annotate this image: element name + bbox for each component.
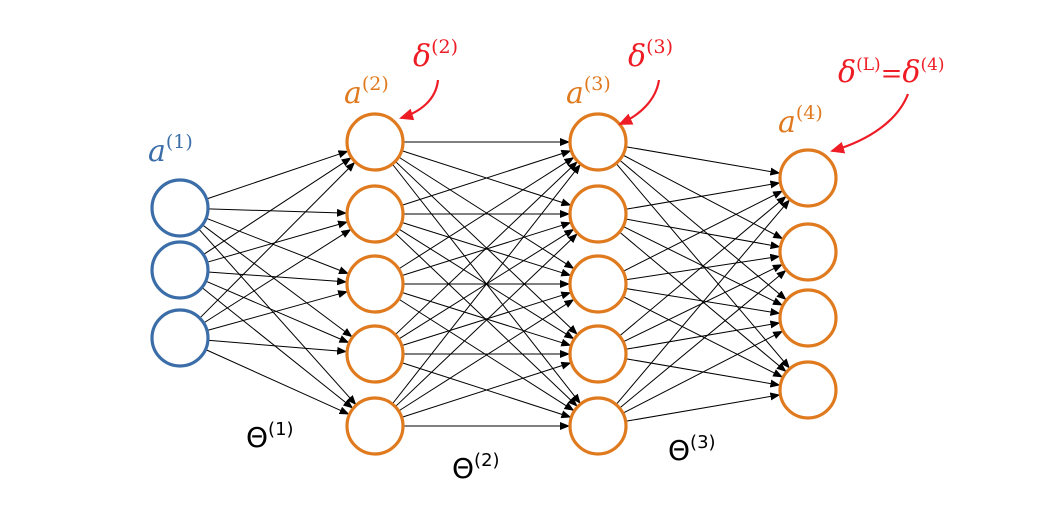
network-nodes	[150, 112, 838, 456]
edge-l2-1-to-l3-4	[394, 160, 578, 335]
node-layer-1-3	[150, 308, 210, 368]
node-layer-4-4	[778, 360, 838, 420]
edge-l1-1-to-l2-4	[202, 224, 353, 338]
layer-3-label: a(3)	[566, 73, 611, 111]
edge-l2-4-to-l3-3	[401, 291, 572, 347]
edge-l3-3-to-l4-4	[622, 296, 783, 378]
edge-l1-2-to-l2-3	[207, 271, 348, 286]
theta-2-label: Θ(2)	[452, 450, 500, 485]
edge-l2-5-to-l3-1	[391, 164, 581, 405]
edge-l3-1-to-l4-3	[619, 159, 787, 301]
edge-l1-1-to-l2-1	[206, 150, 349, 200]
layer-2-label: a(2)	[344, 73, 389, 111]
node-layer-2-4	[345, 324, 405, 384]
node-layer-2-2	[345, 184, 405, 244]
edge-l1-3-to-l2-5	[205, 349, 350, 415]
node-layer-2-1	[345, 112, 405, 172]
edge-l3-2-to-l4-2	[625, 218, 781, 250]
edge-l1-2-to-l2-1	[203, 157, 352, 256]
connection-edges	[198, 138, 790, 430]
delta-output-arrow	[830, 93, 910, 154]
node-layer-3-3	[568, 254, 628, 314]
delta-output-label: δ(L)=δ(4)	[838, 55, 945, 90]
edge-l1-2-to-l2-5	[201, 287, 354, 409]
edge-l3-5-to-l4-3	[622, 330, 784, 414]
node-layer-1-1	[150, 178, 210, 238]
edge-l2-3-to-l3-5	[398, 298, 575, 411]
node-layer-3-2	[568, 184, 628, 244]
layer-1-label: a(1)	[148, 131, 193, 169]
node-layer-4-1	[778, 148, 838, 208]
edge-l1-3-to-l2-1	[199, 161, 356, 319]
node-layer-2-5	[345, 396, 405, 456]
edge-l3-1-to-l4-1	[625, 146, 781, 176]
edge-l2-4-to-l3-1	[394, 161, 578, 336]
theta-3-label: Θ(3)	[668, 432, 716, 467]
edge-l3-2-to-l4-1	[625, 180, 781, 210]
theta-1-label: Θ(1)	[246, 419, 294, 454]
edge-l3-5-to-l4-1	[615, 199, 790, 405]
edge-l3-1-to-l4-2	[622, 154, 784, 239]
edge-l3-4-to-l4-3	[625, 320, 781, 350]
delta-3-label: δ(3)	[628, 36, 673, 74]
edge-l1-3-to-l2-2	[203, 229, 352, 324]
edge-l1-3-to-l2-3	[206, 290, 349, 331]
node-layer-2-3	[345, 254, 405, 314]
edge-l2-5-to-l3-4	[401, 361, 572, 418]
delta-2-label: δ(2)	[413, 36, 458, 74]
edge-l2-1-to-l3-3	[398, 156, 575, 269]
edge-l1-1-to-l2-3	[205, 217, 349, 274]
edge-l3-5-to-l4-4	[625, 392, 781, 422]
edge-l2-5-to-l3-2	[394, 233, 578, 408]
edge-l1-1-to-l2-2	[207, 208, 347, 217]
node-layer-3-1	[568, 112, 628, 172]
node-layer-4-3	[778, 288, 838, 348]
node-layer-1-2	[150, 240, 210, 300]
edge-l2-5-to-l3-3	[398, 299, 575, 412]
edge-l1-2-to-l2-2	[206, 220, 349, 263]
edge-l2-2-to-l3-5	[394, 232, 578, 407]
edge-l1-2-to-l2-4	[205, 280, 350, 343]
layer-4-label: a(4)	[778, 102, 823, 140]
edge-l2-3-to-l3-1	[398, 157, 575, 270]
delta-2-arrow	[399, 79, 440, 121]
edge-l3-4-to-l4-1	[619, 195, 787, 337]
edge-l3-3-to-l4-3	[625, 288, 781, 316]
edge-l1-1-to-l2-5	[198, 228, 357, 406]
edge-l2-2-to-l3-1	[401, 149, 572, 206]
edge-l3-3-to-l4-1	[622, 190, 783, 272]
delta-3-arrow	[618, 79, 661, 126]
edge-l3-3-to-l4-2	[625, 253, 781, 281]
node-layer-3-5	[568, 396, 628, 456]
node-layer-3-4	[568, 324, 628, 384]
node-layer-4-2	[778, 222, 838, 282]
edge-l3-5-to-l4-2	[619, 269, 787, 409]
edge-l1-3-to-l2-4	[207, 339, 348, 355]
